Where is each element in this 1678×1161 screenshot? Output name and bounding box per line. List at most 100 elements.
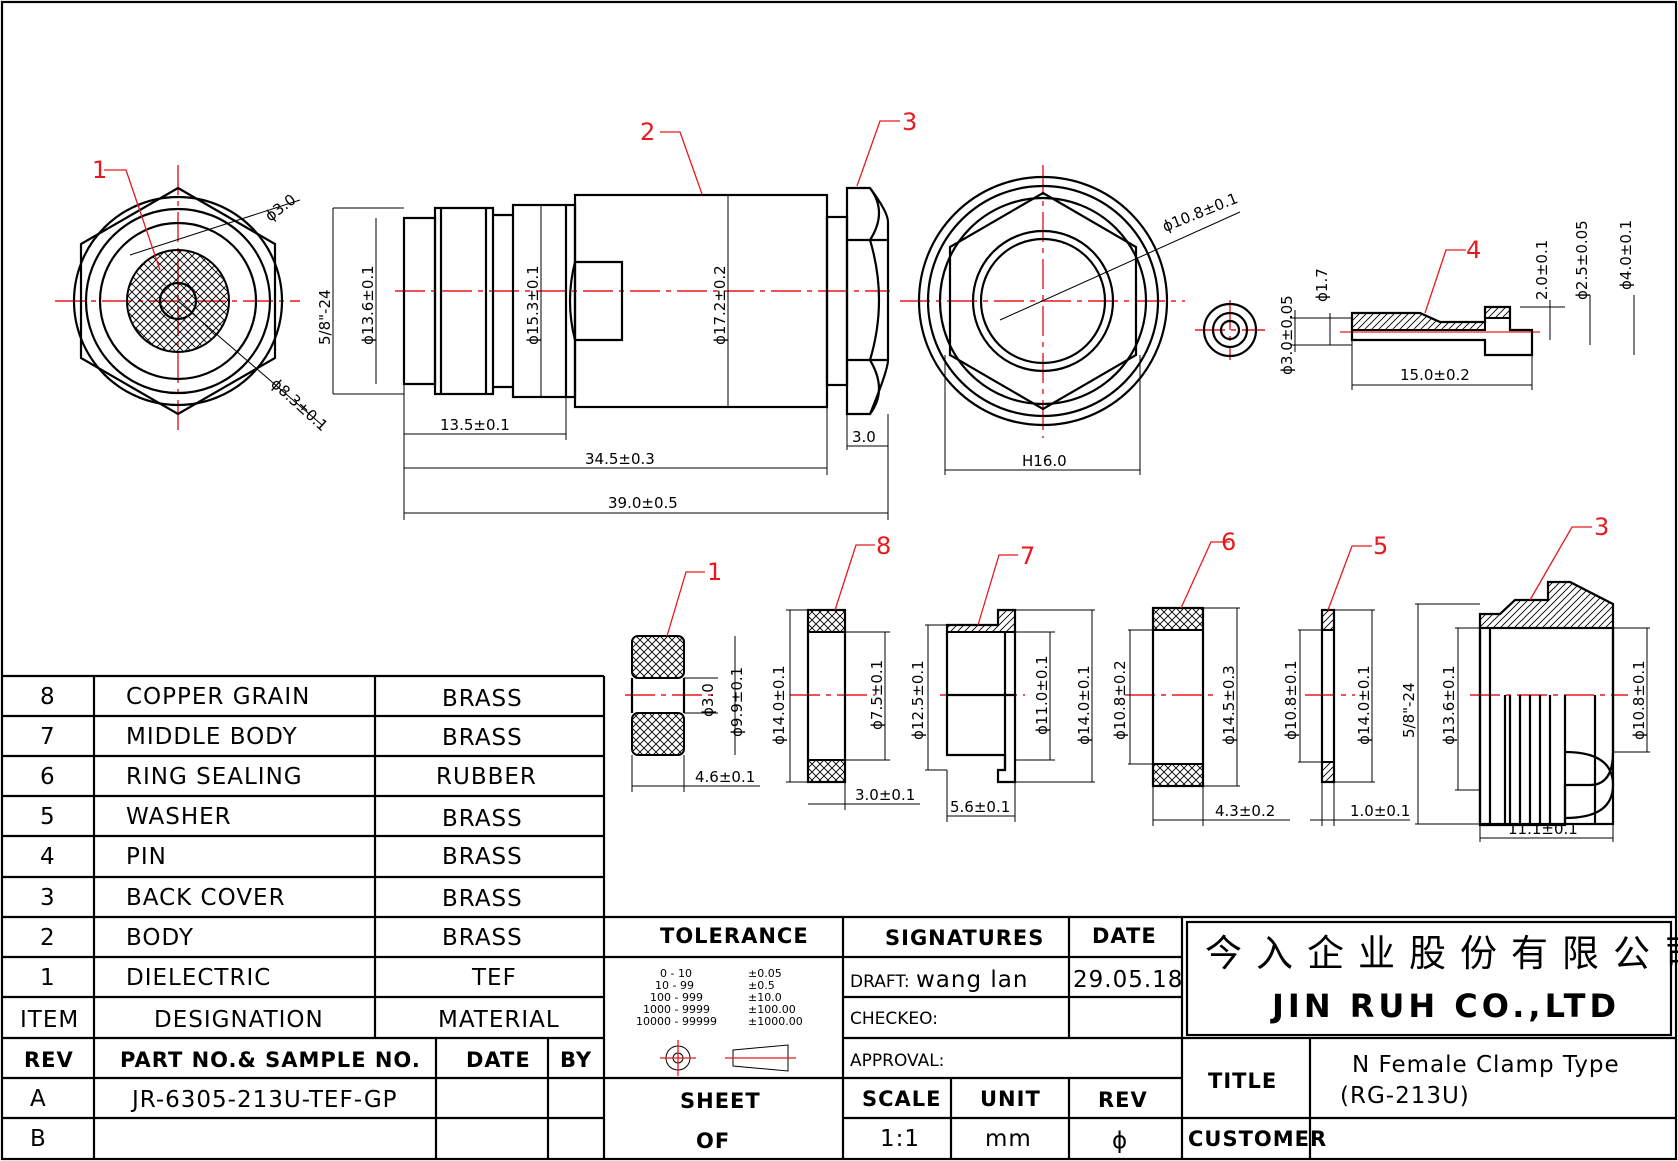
header-material: MATERIAL [438,1007,560,1033]
dim-d14-5: ϕ14.5±0.3 [1220,665,1238,745]
draft-label: DRAFT: [850,972,910,992]
dim-d13-6: ϕ13.6±0.1 [359,265,377,345]
dim-h16: H16.0 [1022,452,1067,470]
parts-material: TEF [471,965,517,991]
dim-d14-0-b: ϕ14.0±0.1 [1075,665,1093,745]
parts-designation: BODY [126,925,194,951]
dim-l39-0: 39.0±0.5 [608,494,678,512]
parts-header: ITEM DESIGNATION MATERIAL [20,1007,560,1033]
dim-d10-8-b: ϕ10.8±0.2 [1111,660,1129,740]
dim-d15-3: ϕ15.3±0.1 [524,265,542,345]
draft-name: wang lan [916,967,1028,993]
side-view-assembly: 5/8"-24 ϕ13.6±0.1 ϕ15.3±0.1 ϕ17.2±0.2 13… [316,108,917,520]
pin-side-view: ϕ3.0±0.05 ϕ1.7 2.0±0.1 ϕ2.5±0.05 ϕ4.0±0.… [1278,220,1635,390]
balloon-1-top: 1 [92,156,107,184]
dim-d17-2: ϕ17.2±0.2 [711,265,729,345]
dim-d7-5: ϕ7.5±0.1 [868,660,886,730]
parts-designation: PIN [126,844,167,870]
tol-value-1: ±0.05 [748,967,782,980]
parts-row-1: 1 DIELECTRIC TEF [40,965,517,991]
parts-item: 6 [40,764,56,790]
scale-label: SCALE [862,1087,942,1111]
parts-row-8: 8 COPPER GRAIN BRASS [40,684,522,712]
dim-d13-6-b: ϕ13.6±0.1 [1440,665,1458,745]
header-rev: REV [24,1048,74,1072]
parts-designation: WASHER [126,804,232,830]
scale-block: SCALE UNIT REV 1:1 mm ϕ [843,1078,1182,1159]
dim-l15-0: 15.0±0.2 [1400,366,1470,384]
end-view-front: ϕ3.0 ϕ8.3±0.1 1 [55,156,332,435]
balloon-7: 7 [1020,542,1035,570]
tol-value-2: ±0.5 [748,979,775,992]
parts-row-5: 5 WASHER BRASS [40,804,522,832]
parts-row-2: 2 BODY BRASS [40,925,523,951]
dim-d10-8-d: ϕ10.8±0.1 [1630,660,1648,740]
balloon-1-bottom: 1 [707,558,722,586]
projection-symbol-icon [660,1040,796,1076]
rev-label: REV [1098,1088,1148,1112]
dim-d4-0: ϕ4.0±0.1 [1617,220,1635,290]
part-6-ring-sealing: ϕ10.8±0.2 ϕ14.5±0.3 4.3±0.2 6 [1111,528,1290,826]
dim-d14-0-a: ϕ14.0±0.1 [770,665,788,745]
title-line-1: N Female Clamp Type [1352,1052,1620,1078]
pin-end-view [1195,300,1265,360]
parts-row-7: 7 MIDDLE BODY BRASS [40,724,523,751]
tolerance-title: TOLERANCE [660,924,809,948]
parts-row-4: 4 PIN BRASS [40,844,523,870]
parts-item: 4 [40,844,56,870]
company-name-en: JIN RUH CO.,LTD [1270,987,1620,1025]
balloon-6: 6 [1221,528,1236,556]
parts-item: 8 [40,684,56,710]
balloon-8: 8 [876,532,891,560]
rev-a: A [30,1086,47,1112]
dim-d9-9: ϕ9.9±0.1 [728,667,746,737]
tol-range-3: 100 - 999 [650,991,703,1004]
tol-range-1: 0 - 10 [660,967,692,980]
dim-d11-0: ϕ11.0±0.1 [1033,655,1051,735]
parts-designation: MIDDLE BODY [126,724,298,750]
sheet-label: SHEET [680,1089,761,1113]
dim-d3-0-a: ϕ3.0 [262,191,300,226]
balloon-3-bottom: 3 [1594,513,1609,541]
dim-l3-0-b: 3.0±0.1 [855,786,915,804]
header-by: BY [560,1048,592,1072]
dim-d10-8-a: ϕ10.8±0.1 [1160,189,1241,236]
signatures-date-title: DATE [1092,924,1157,948]
parts-material: BRASS [442,925,523,951]
parts-material: RUBBER [436,764,537,790]
dim-d10-8-c: ϕ10.8±0.1 [1282,660,1300,740]
end-view-rear: ϕ10.8±0.1 H16.0 [900,165,1240,475]
parts-designation: BACK COVER [126,885,286,911]
rev-b: B [30,1126,47,1152]
title-block: TITLE N Female Clamp Type (RG-213U) CUST… [1182,1038,1676,1159]
parts-material: BRASS [442,886,523,912]
header-date: DATE [466,1048,531,1072]
company-block: 今入企业股份有限公司 JIN RUH CO.,LTD [1182,920,1678,1040]
parts-item: 3 [40,885,56,911]
revision-table: REV PART NO.& SAMPLE NO. DATE BY A JR-63… [2,1038,606,1159]
parts-designation: COPPER GRAIN [126,684,310,710]
dim-l13-5: 13.5±0.1 [440,416,510,434]
parts-item: 5 [40,804,56,830]
parts-material: BRASS [442,725,523,751]
tol-value-4: ±100.00 [748,1003,796,1016]
parts-material: BRASS [442,844,523,870]
parts-designation: RING SEALING [126,764,303,790]
dim-d2-0: 2.0±0.1 [1533,240,1551,300]
signatures-title: SIGNATURES [885,926,1044,950]
parts-item: 1 [40,965,56,991]
dim-d14-0-c: ϕ14.0±0.1 [1355,665,1373,745]
balloon-5: 5 [1373,532,1388,560]
part-8-copper-grain: ϕ14.0±0.1 ϕ7.5±0.1 3.0±0.1 8 [770,532,920,810]
dim-l4-6: 4.6±0.1 [695,768,755,786]
dim-d3-0-05: ϕ3.0±0.05 [1278,295,1296,375]
dim-l3-0: 3.0 [852,428,876,446]
parts-row-3: 3 BACK COVER BRASS [40,885,523,912]
unit-label: UNIT [980,1087,1041,1111]
customer-label: CUSTOMER [1188,1127,1327,1151]
dim-thread: 5/8"-24 [316,289,334,345]
part-7-middle-body: ϕ12.5±0.1 ϕ11.0±0.1 ϕ14.0±0.1 5.6±0.1 7 [909,542,1095,822]
title-label: TITLE [1208,1069,1277,1093]
